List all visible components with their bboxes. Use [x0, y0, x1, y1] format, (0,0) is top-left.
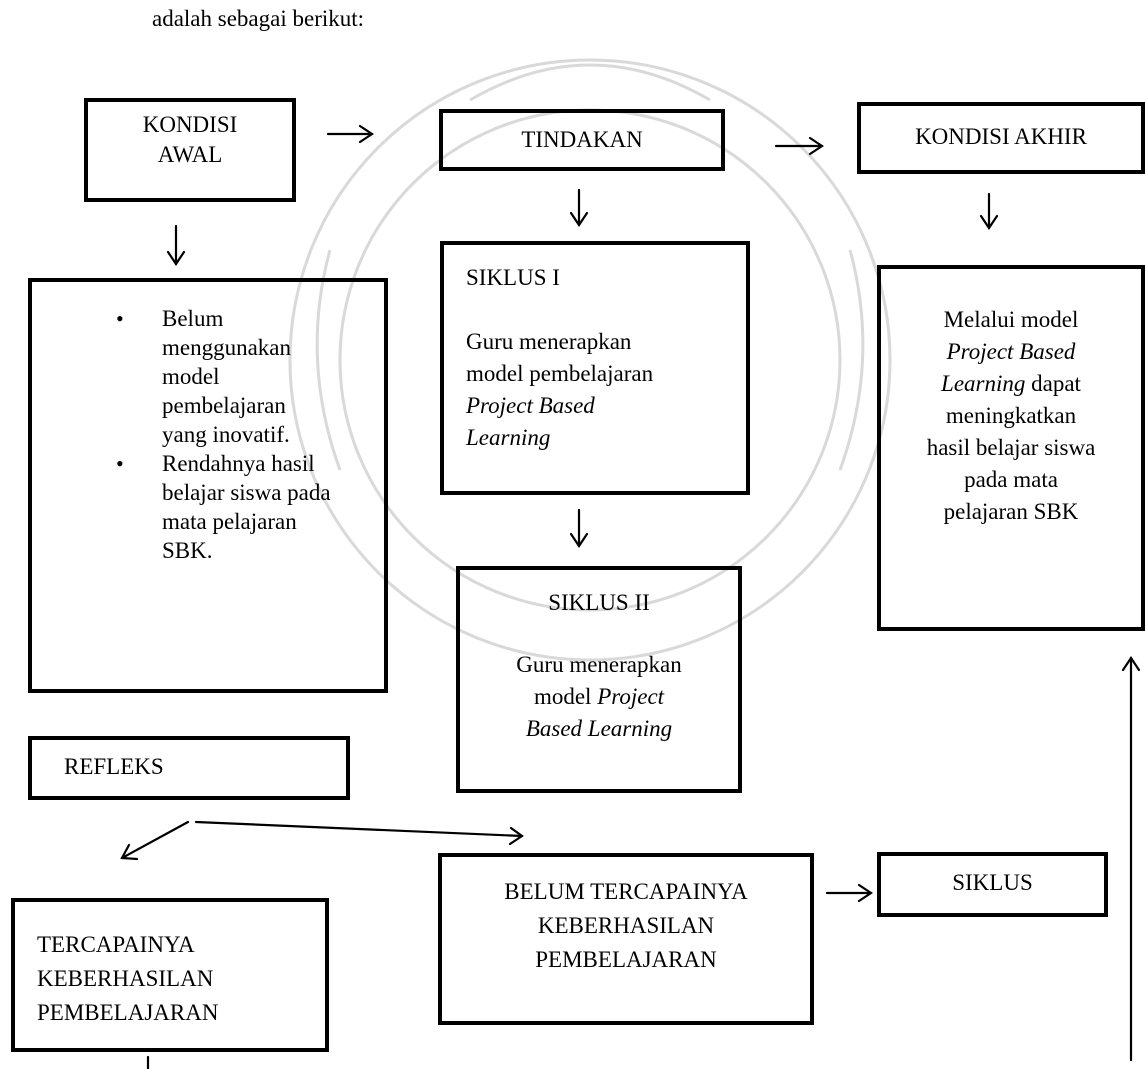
list-item: Rendahnya hasil belajar siswa pada mata … [116, 449, 331, 565]
bullet2-line3: mata pelajaran [162, 509, 297, 534]
list-item: Belum menggunakan model pembelajaran yan… [116, 304, 331, 449]
arrow-up-icon [1121, 656, 1141, 1062]
kondisi-akhir-line3-italic: Learning [941, 371, 1026, 396]
arrow-down-icon [979, 192, 999, 230]
kondisi-akhir-content-box: Melalui model Project Based Learning dap… [877, 265, 1145, 631]
tercapai-line1: TERCAPAINYA [37, 932, 195, 957]
siklus1-line4: Learning [466, 425, 551, 450]
belum-line1: BELUM TERCAPAINYA [504, 879, 748, 904]
arrow-down-left-icon [120, 820, 190, 861]
bullet1-line4: pembelajaran [162, 393, 286, 418]
refleks-box: REFLEKS [28, 736, 350, 800]
arrow-right-icon [825, 883, 873, 903]
kondisi-akhir-box: KONDISI AKHIR [857, 102, 1145, 174]
arrow-down-icon [166, 224, 186, 266]
kondisi-akhir-line6: pada mata [964, 467, 1058, 492]
bullet2-line4: SBK. [162, 538, 213, 563]
arrow-right-icon [194, 820, 524, 846]
bullet1-line1: Belum [162, 306, 224, 331]
siklus1-line3: Project Based [466, 393, 595, 418]
bullet1-line5: yang inovatif. [162, 422, 290, 447]
kondisi-awal-title-2: AWAL [157, 142, 223, 167]
siklus-title: SIKLUS [952, 870, 1033, 895]
arrow-down-icon [569, 188, 589, 227]
siklus1-line2: model pembelajaran [466, 361, 654, 386]
bullet1-line2: menggunakan [162, 335, 292, 360]
kondisi-akhir-line3: Learning dapat [881, 369, 1141, 398]
kondisi-akhir-line7: pelajaran SBK [943, 499, 1079, 524]
bullet1-line3: model [162, 364, 220, 389]
tindakan-title: TINDAKAN [521, 127, 643, 152]
siklus2-line2-pre: model [533, 684, 598, 709]
siklus2-title: SIKLUS II [548, 590, 650, 615]
bullet2-line1: Rendahnya hasil [162, 451, 315, 476]
kondisi-awal-list: Belum menggunakan model pembelajaran yan… [116, 304, 331, 565]
siklus2-line3: Based Learning [525, 716, 673, 741]
siklus1-title: SIKLUS I [466, 265, 560, 290]
kondisi-akhir-title: KONDISI AKHIR [915, 124, 1087, 149]
siklus2-line2-italic: Project [597, 684, 665, 709]
tercapai-line2: KEBERHASILAN [37, 966, 214, 991]
tercapai-box: TERCAPAINYA KEBERHASILAN PEMBELAJARAN [11, 898, 329, 1052]
kondisi-akhir-line1: Melalui model [943, 307, 1079, 332]
kondisi-akhir-line4: meningkatkan [945, 403, 1077, 428]
arrow-down-icon [569, 508, 589, 548]
belum-line2: KEBERHASILAN [537, 913, 715, 938]
tercapai-line3: PEMBELAJARAN [37, 1000, 219, 1025]
siklus2-line1: Guru menerapkan [516, 652, 682, 677]
refleks-title: REFLEKS [64, 754, 164, 779]
siklus2-box: SIKLUS II Guru menerapkan model Project … [456, 566, 742, 793]
arrow-right-icon [774, 136, 824, 156]
kondisi-awal-box: KONDISI AWAL [84, 98, 296, 202]
belum-line3: PEMBELAJARAN [535, 947, 717, 972]
kondisi-awal-title-1: KONDISI [142, 112, 238, 137]
kondisi-awal-content-box: Belum menggunakan model pembelajaran yan… [28, 278, 388, 693]
arrow-right-icon [326, 124, 374, 144]
kondisi-akhir-line5: hasil belajar siswa [926, 435, 1096, 460]
tindakan-box: TINDAKAN [439, 109, 725, 171]
siklus2-line2: model Project [460, 682, 738, 711]
bullet2-line2: belajar siswa pada [162, 480, 331, 505]
kondisi-akhir-line3-post: dapat [1025, 371, 1081, 396]
siklus-box: SIKLUS [877, 852, 1108, 917]
kondisi-akhir-line2: Project Based [946, 339, 1076, 364]
siklus1-line1: Guru menerapkan [466, 329, 632, 354]
belum-box: BELUM TERCAPAINYA KEBERHASILAN PEMBELAJA… [438, 853, 814, 1025]
intro-text: adalah sebagai berikut: [152, 6, 365, 31]
siklus1-box: SIKLUS I Guru menerapkan model pembelaja… [440, 241, 750, 495]
